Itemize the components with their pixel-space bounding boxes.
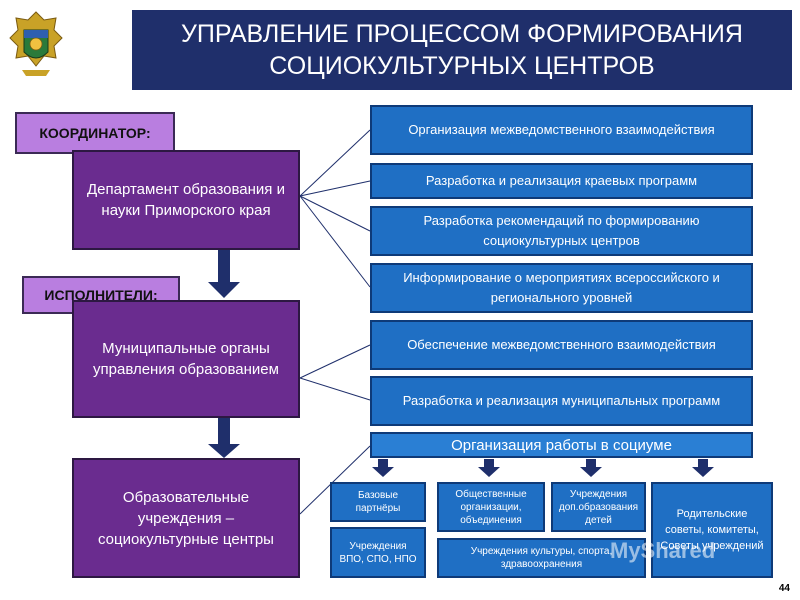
coat-of-arms-icon [8,10,64,80]
vpo-spo-npo-box: Учреждения ВПО, СПО, НПО [330,527,426,578]
title-line-1: УПРАВЛЕНИЕ ПРОЦЕССОМ ФОРМИРОВАНИЯ [181,20,743,48]
right-box-3: Разработка рекомендаций по формированию … [370,206,753,256]
institutions-box: Образовательные учреждения – социокульту… [72,458,300,578]
society-header: Организация работы в социуме [370,432,753,458]
culture-sport-box: Учреждения культуры, спорта, здравоохран… [437,538,646,578]
parent-councils-box: Родительские советы, комитеты, Советы уч… [651,482,773,578]
page-number: 44 [778,583,790,594]
right-box-6: Разработка и реализация муниципальных пр… [370,376,753,426]
right-box-5: Обеспечение межведомственного взаимодейс… [370,320,753,370]
right-box-4: Информирование о мероприятиях всероссийс… [370,263,753,313]
watermark-text: MyShared [610,538,716,563]
extra-education-box: Учреждения доп.образования детей [551,482,646,532]
base-partners-box: Базовые партнёры [330,482,426,522]
right-box-2: Разработка и реализация краевых программ [370,163,753,199]
department-box: Департамент образования и науки Приморск… [72,150,300,250]
municipal-box: Муниципальные органы управления образова… [72,300,300,418]
page-title: УПРАВЛЕНИЕ ПРОЦЕССОМ ФОРМИРОВАНИЯ СОЦИОК… [132,10,792,90]
coordinator-label: КООРДИНАТОР: [15,112,175,154]
right-box-1: Организация межведомственного взаимодейс… [370,105,753,155]
title-line-2: СОЦИОКУЛЬТУРНЫХ ЦЕНТРОВ [269,52,655,80]
public-orgs-box: Общественные организации, объединения [437,482,545,532]
